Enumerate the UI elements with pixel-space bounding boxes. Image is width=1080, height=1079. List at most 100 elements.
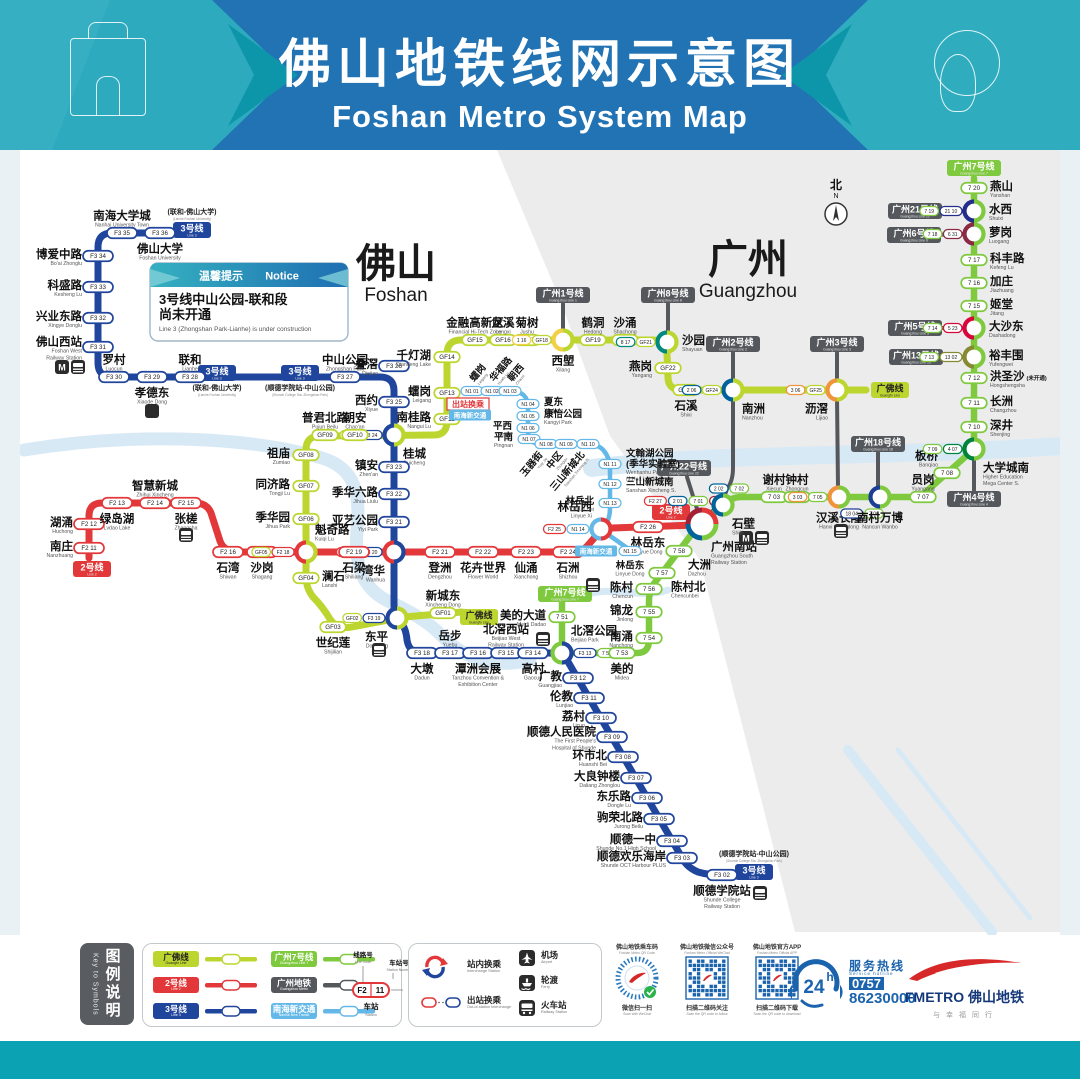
svg-text:文翰湖公园: 文翰湖公园 xyxy=(625,447,674,459)
svg-text:Yangang: Yangang xyxy=(632,373,652,379)
svg-text:7 01: 7 01 xyxy=(693,499,703,505)
svg-text:千灯湖: 千灯湖 xyxy=(397,348,432,362)
svg-text:2号线: 2号线 xyxy=(659,505,682,516)
svg-text:南桂路: 南桂路 xyxy=(397,410,432,424)
svg-text:尚未开通: 尚未开通 xyxy=(159,307,211,322)
svg-text:鹤洞: 鹤洞 xyxy=(582,315,605,329)
hotline-24h-icon: 24 h xyxy=(789,959,843,1008)
svg-text:F2 13: F2 13 xyxy=(109,500,125,507)
legend-item: Railway Station xyxy=(541,1009,568,1014)
svg-text:Line 3: Line 3 xyxy=(212,377,221,381)
svg-text:Nanzhuang: Nanzhuang xyxy=(46,553,73,559)
svg-text:镇安: 镇安 xyxy=(355,458,378,472)
svg-text:Jinlong: Jinlong xyxy=(617,617,634,623)
river-3 xyxy=(843,745,997,935)
legend-item: 2号线 xyxy=(165,978,187,988)
svg-text:F3 04: F3 04 xyxy=(664,838,680,845)
svg-text:Line 3 (Zhongshan Park-Lianhe): Line 3 (Zhongshan Park-Lianhe) is under … xyxy=(159,326,312,333)
svg-text:佛山: 佛山 xyxy=(355,242,436,286)
svg-text:Xianchong: Xianchong xyxy=(514,575,539,581)
svg-text:西塱: 西塱 xyxy=(552,354,575,368)
svg-text:N1 02: N1 02 xyxy=(485,389,499,395)
svg-text:GF06: GF06 xyxy=(298,516,314,523)
svg-text:Kesheng Lu: Kesheng Lu xyxy=(54,292,82,298)
svg-text:驹荣北路: 驹荣北路 xyxy=(597,810,643,824)
svg-text:广州5号线: 广州5号线 xyxy=(894,321,935,332)
svg-text:F3 35: F3 35 xyxy=(114,230,130,237)
svg-text:Midea: Midea xyxy=(615,676,629,682)
svg-text:石梁: 石梁 xyxy=(342,561,366,575)
svg-text:沙岗: 沙岗 xyxy=(251,561,274,575)
svg-text:F2 23: F2 23 xyxy=(518,549,534,556)
svg-text:Zhongcun: Zhongcun xyxy=(785,486,808,492)
svg-text:7 20: 7 20 xyxy=(968,185,981,192)
svg-text:(Lianhe-Foshan University): (Lianhe-Foshan University) xyxy=(198,393,236,397)
svg-text:Linyue Bei: Linyue Bei xyxy=(570,507,594,513)
svg-text:7 09: 7 09 xyxy=(928,447,938,453)
svg-text:兴业东路: 兴业东路 xyxy=(36,309,82,323)
svg-text:Railway Station: Railway Station xyxy=(488,642,524,648)
legend-item: Foshan Metro Official APP xyxy=(757,950,797,955)
svg-text:登洲: 登洲 xyxy=(428,561,452,575)
legend-item: 广佛线 xyxy=(163,952,189,962)
svg-text:南庄: 南庄 xyxy=(50,539,73,553)
legend-item: Out-of-station Interchange xyxy=(467,1004,512,1009)
svg-text:18 04: 18 04 xyxy=(845,511,858,517)
svg-text:Railway Station: Railway Station xyxy=(704,904,740,910)
svg-text:Daliang Zhonglou: Daliang Zhonglou xyxy=(579,783,620,789)
svg-text:N1 11: N1 11 xyxy=(604,462,617,468)
svg-text:(季华实验室): (季华实验室) xyxy=(626,458,680,470)
svg-text:Kefeng Lu: Kefeng Lu xyxy=(990,265,1014,271)
svg-text:7 16: 7 16 xyxy=(968,280,981,287)
svg-text:Shiwan: Shiwan xyxy=(219,575,236,581)
svg-text:叠滘: 叠滘 xyxy=(355,357,378,371)
legend-item: 广州7号线 xyxy=(274,952,314,962)
svg-text:Lvdao Lake: Lvdao Lake xyxy=(104,526,131,532)
svg-text:GF05: GF05 xyxy=(255,550,268,556)
svg-text:石壁: 石壁 xyxy=(731,517,755,531)
svg-text:F3 15: F3 15 xyxy=(498,650,514,657)
svg-text:Jihua Liulu: Jihua Liulu xyxy=(353,499,378,505)
svg-text:Guangzhou Line 22: Guangzhou Line 22 xyxy=(669,472,699,476)
svg-text:F3 29: F3 29 xyxy=(144,374,160,381)
legend-item: 机场 xyxy=(541,950,559,961)
svg-text:佛山大学: 佛山大学 xyxy=(136,242,183,256)
svg-text:F3 19: F3 19 xyxy=(368,616,381,622)
svg-text:13 02: 13 02 xyxy=(945,355,958,361)
svg-text:7 51: 7 51 xyxy=(556,614,569,621)
train-icon xyxy=(834,524,848,538)
legend-line-sample-guangfo-line xyxy=(205,953,257,965)
svg-text:Dongle Lu: Dongle Lu xyxy=(607,803,631,809)
svg-text:Railway Station: Railway Station xyxy=(711,560,747,566)
svg-text:广州1号线: 广州1号线 xyxy=(542,288,583,299)
svg-text:石洲: 石洲 xyxy=(556,562,580,575)
building-roof-outline-icon xyxy=(88,22,128,39)
svg-text:F3 10: F3 10 xyxy=(593,715,609,722)
svg-text:N1 12: N1 12 xyxy=(603,482,617,488)
svg-text:Leigang: Leigang xyxy=(477,373,489,386)
